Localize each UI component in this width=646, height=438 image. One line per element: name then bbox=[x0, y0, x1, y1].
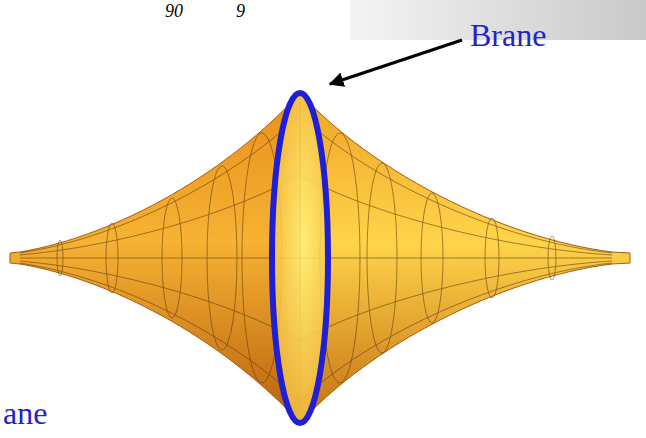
left-horn bbox=[10, 93, 300, 423]
formula-fragment: 9 bbox=[236, 2, 245, 22]
leader-arrow bbox=[330, 40, 462, 84]
brane-face bbox=[272, 93, 328, 423]
brane-label: Brane bbox=[470, 18, 546, 53]
formula-fragment: 90 bbox=[165, 2, 183, 22]
right-horn bbox=[300, 93, 630, 423]
brane-ring bbox=[272, 93, 328, 423]
slide-text-fragment: ane bbox=[3, 396, 47, 431]
